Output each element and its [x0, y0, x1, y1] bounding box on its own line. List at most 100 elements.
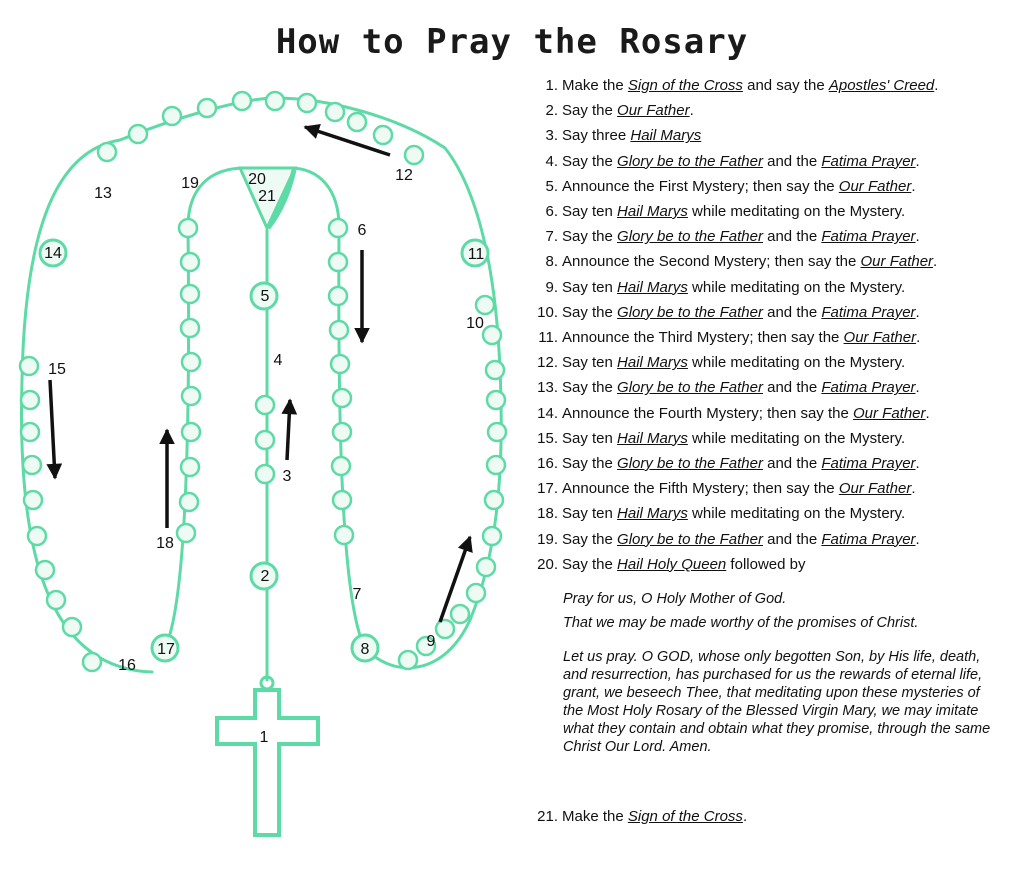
hail-mary-bead[interactable]	[161, 105, 183, 127]
hail-mary-bead[interactable]	[331, 421, 353, 443]
hail-mary-bead[interactable]	[19, 421, 41, 443]
prayer-link[interactable]: Sign of the Cross	[627, 808, 743, 825]
hail-mary-bead[interactable]	[327, 251, 349, 273]
hail-mary-bead[interactable]	[333, 524, 355, 546]
hail-mary-bead[interactable]	[45, 589, 67, 611]
cross-bead[interactable]	[215, 688, 320, 837]
hail-mary-bead[interactable]	[327, 285, 349, 307]
prayer-link[interactable]: Fatima Prayer	[821, 152, 916, 170]
prayer-link[interactable]: Glory be to the Father	[617, 303, 763, 321]
step-text: Say the	[562, 102, 618, 120]
hail-mary-bead[interactable]	[127, 123, 149, 145]
prayer-closing: Let us pray. O GOD, whose only begotten …	[563, 649, 991, 755]
hail-mary-bead[interactable]	[485, 454, 507, 476]
hail-mary-bead[interactable]	[18, 355, 40, 377]
hail-mary-bead[interactable]	[483, 489, 505, 511]
hail-mary-bead[interactable]	[264, 90, 286, 112]
hail-mary-bead[interactable]	[96, 141, 118, 163]
hail-mary-bead[interactable]	[196, 97, 218, 119]
hail-mary-bead[interactable]	[328, 319, 350, 341]
prayer-link[interactable]: Hail Marys	[617, 505, 688, 523]
our-father-bead[interactable]	[460, 238, 490, 268]
hail-mary-bead[interactable]	[327, 217, 349, 239]
hail-mary-bead[interactable]	[81, 651, 103, 673]
prayer-link[interactable]: Hail Marys	[617, 429, 688, 447]
hail-mary-bead[interactable]	[485, 389, 507, 411]
step-item: 16.Say the Glory be to the Father and th…	[530, 455, 920, 473]
prayer-link[interactable]: Our Father	[838, 480, 912, 498]
prayer-link[interactable]: Hail Marys	[617, 278, 688, 296]
prayer-link[interactable]: Our Father	[617, 102, 690, 120]
prayer-link[interactable]: Fatima Prayer	[821, 228, 916, 246]
hail-mary-bead[interactable]	[397, 649, 419, 671]
prayer-link[interactable]: Fatima Prayer	[821, 303, 916, 321]
hail-mary-bead[interactable]	[254, 394, 276, 416]
our-father-bead[interactable]	[249, 281, 279, 311]
prayer-link[interactable]: Glory be to the Father	[617, 379, 763, 397]
hail-mary-bead[interactable]	[415, 635, 437, 657]
hail-mary-bead[interactable]	[180, 421, 202, 443]
hail-mary-bead[interactable]	[484, 359, 506, 381]
step-item: 9.Say ten Hail Marys while meditating on…	[530, 279, 905, 297]
hail-mary-bead[interactable]	[178, 491, 200, 513]
hail-mary-bead[interactable]	[403, 144, 425, 166]
prayer-link[interactable]: Hail Marys	[630, 127, 702, 145]
hail-mary-bead[interactable]	[179, 456, 201, 478]
hail-mary-bead[interactable]	[481, 324, 503, 346]
hail-mary-bead[interactable]	[475, 556, 497, 578]
hail-mary-bead[interactable]	[19, 389, 41, 411]
prayer-link[interactable]: Sign of the Cross	[627, 77, 743, 94]
hail-mary-bead[interactable]	[180, 385, 202, 407]
our-father-bead[interactable]	[350, 633, 380, 663]
hail-mary-bead[interactable]	[465, 582, 487, 604]
prayer-link[interactable]: Fatima Prayer	[821, 379, 916, 397]
hail-mary-bead[interactable]	[449, 603, 471, 625]
hail-mary-bead[interactable]	[21, 454, 43, 476]
prayer-link[interactable]: Our Father	[843, 329, 917, 346]
prayer-link[interactable]: Hail Marys	[617, 203, 688, 220]
hail-mary-bead[interactable]	[22, 489, 44, 511]
hail-mary-bead[interactable]	[61, 616, 83, 638]
hail-mary-bead[interactable]	[331, 489, 353, 511]
hail-mary-bead[interactable]	[346, 111, 368, 133]
prayer-link[interactable]: Our Father	[838, 177, 912, 195]
prayer-link[interactable]: Hail Holy Queen	[617, 555, 727, 573]
hail-mary-bead[interactable]	[180, 351, 202, 373]
hail-mary-bead[interactable]	[372, 124, 394, 146]
hail-mary-bead[interactable]	[474, 294, 496, 316]
hail-mary-bead[interactable]	[330, 455, 352, 477]
hail-mary-bead[interactable]	[434, 618, 456, 640]
prayer-link[interactable]: Our Father	[860, 253, 934, 271]
hail-mary-bead[interactable]	[324, 101, 346, 123]
prayer-link[interactable]: Glory be to the Father	[617, 455, 763, 472]
prayer-link[interactable]: Glory be to the Father	[617, 530, 763, 548]
prayer-link[interactable]: Our Father	[853, 404, 926, 422]
our-father-bead[interactable]	[150, 633, 180, 663]
hail-mary-bead[interactable]	[296, 92, 318, 114]
prayer-link[interactable]: Fatima Prayer	[821, 530, 916, 548]
hail-mary-bead[interactable]	[231, 90, 253, 112]
hail-mary-bead[interactable]	[179, 283, 201, 305]
step-text: Say ten	[562, 354, 618, 372]
hail-mary-bead[interactable]	[254, 463, 276, 485]
prayer-link[interactable]: Glory be to the Father	[617, 228, 763, 246]
hail-mary-bead[interactable]	[26, 525, 48, 547]
hail-mary-bead[interactable]	[175, 522, 197, 544]
prayer-link[interactable]: Hail Marys	[617, 354, 688, 372]
hail-mary-bead[interactable]	[481, 525, 503, 547]
prayer-link[interactable]: Glory be to the Father	[617, 152, 763, 170]
hail-mary-bead[interactable]	[34, 559, 56, 581]
prayer-link[interactable]: Apostles' Creed	[828, 77, 935, 94]
step-text: Make the	[562, 808, 628, 825]
step-text: .	[915, 530, 920, 548]
hail-mary-bead[interactable]	[331, 387, 353, 409]
hail-mary-bead[interactable]	[177, 217, 199, 239]
hail-mary-bead[interactable]	[179, 317, 201, 339]
hail-mary-bead[interactable]	[179, 251, 201, 273]
prayer-link[interactable]: Fatima Prayer	[821, 455, 916, 472]
our-father-bead[interactable]	[38, 238, 68, 268]
hail-mary-bead[interactable]	[329, 353, 351, 375]
hail-mary-bead[interactable]	[254, 429, 276, 451]
hail-mary-bead[interactable]	[486, 421, 508, 443]
our-father-bead[interactable]	[249, 561, 279, 591]
